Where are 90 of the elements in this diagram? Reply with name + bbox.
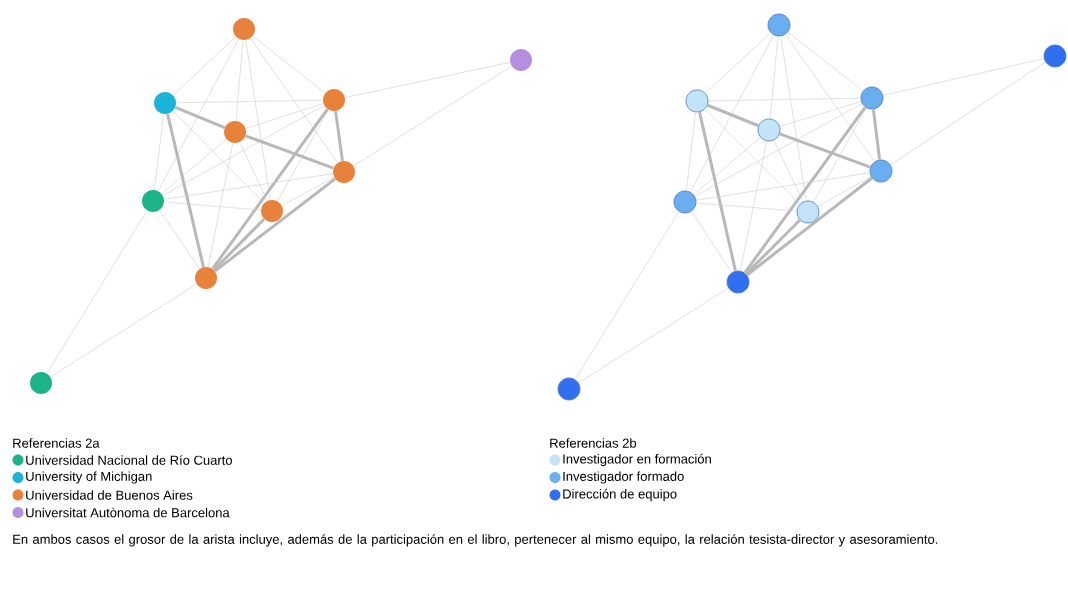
network-node bbox=[869, 159, 893, 183]
network-edge bbox=[578, 287, 729, 384]
network-edge bbox=[745, 219, 801, 275]
network-edge bbox=[281, 177, 335, 206]
legend-text: University of Michigan bbox=[26, 471, 152, 484]
network-edge bbox=[252, 35, 326, 94]
network-edge bbox=[705, 32, 771, 94]
network-edge bbox=[690, 34, 774, 193]
network-edge bbox=[691, 211, 732, 273]
network-node bbox=[30, 372, 52, 394]
network-edge bbox=[50, 283, 197, 378]
network-edge bbox=[695, 172, 871, 201]
network-edge bbox=[693, 137, 761, 195]
network-node bbox=[685, 89, 709, 113]
network-edge bbox=[334, 110, 344, 162]
network-edge bbox=[245, 39, 271, 201]
network-edge bbox=[163, 201, 262, 211]
network-node bbox=[796, 200, 820, 224]
network-edge bbox=[769, 36, 779, 119]
network-node bbox=[154, 92, 176, 114]
network-edge bbox=[213, 177, 337, 273]
network-node bbox=[726, 270, 750, 294]
network-edge bbox=[277, 109, 329, 202]
network-edge bbox=[707, 103, 759, 128]
network-edge bbox=[172, 36, 237, 96]
legend-text: Dirección de equipo bbox=[563, 488, 677, 502]
network-edge bbox=[154, 113, 164, 191]
network-edge bbox=[779, 132, 871, 169]
network-edge bbox=[779, 101, 862, 127]
network-edge bbox=[743, 106, 867, 274]
network-edge bbox=[813, 107, 867, 203]
network-edge bbox=[46, 210, 148, 374]
network-node bbox=[860, 86, 884, 110]
network-node bbox=[673, 190, 697, 214]
network-edge bbox=[704, 108, 801, 205]
network-edge bbox=[212, 217, 266, 272]
network-node bbox=[1043, 44, 1067, 68]
network-edge bbox=[250, 37, 338, 164]
network-node bbox=[224, 121, 246, 143]
network-node bbox=[233, 18, 255, 40]
caption: En ambos casos el grosor de la arista incluye, además de la participación en el libro, pertenecer al mismo equipo, la relación tesista-director y asesoramiento. bbox=[13, 534, 938, 547]
network-edge bbox=[174, 105, 226, 130]
network-node bbox=[261, 200, 283, 222]
network-edge bbox=[235, 39, 244, 122]
network-node bbox=[510, 49, 532, 71]
network-edge bbox=[574, 211, 680, 380]
network-node bbox=[195, 267, 217, 289]
network-edge bbox=[882, 58, 1045, 96]
network-edge bbox=[159, 209, 200, 270]
network-node bbox=[142, 190, 164, 212]
network-edge bbox=[698, 111, 737, 272]
network-node bbox=[757, 118, 781, 142]
network-edge bbox=[686, 112, 696, 191]
network-edge bbox=[245, 134, 334, 170]
network-edge bbox=[166, 113, 205, 268]
network-edge bbox=[785, 34, 875, 162]
network-edge bbox=[696, 202, 797, 212]
network-edge bbox=[161, 138, 227, 195]
legend-heading: Referencias 2a bbox=[13, 438, 100, 448]
legend-text: Investigador en formación bbox=[563, 453, 711, 467]
network-node bbox=[767, 13, 791, 37]
network-edge bbox=[708, 97, 861, 102]
network-edge bbox=[746, 176, 873, 277]
legend-text: Investigador formado bbox=[563, 471, 684, 484]
network-edge bbox=[245, 103, 324, 129]
network-edge bbox=[157, 38, 240, 192]
network-edge bbox=[694, 103, 863, 197]
network-edge bbox=[353, 65, 512, 167]
network-edge bbox=[175, 99, 324, 104]
network-node bbox=[557, 377, 581, 401]
legend-heading: Referencias 2b bbox=[550, 438, 637, 448]
network-edge bbox=[162, 105, 325, 196]
legend-text: Universitat Autònoma de Barcelona bbox=[26, 507, 230, 518]
network-edge bbox=[172, 110, 265, 204]
network-edge bbox=[163, 173, 334, 200]
network-edge bbox=[871, 109, 882, 160]
network-edge bbox=[207, 142, 234, 268]
network-node bbox=[323, 89, 345, 111]
network-edge bbox=[211, 108, 329, 270]
legend-text: Universidad de Buenos Aires bbox=[26, 490, 193, 500]
network-edge bbox=[239, 141, 268, 202]
network-edge bbox=[344, 62, 511, 98]
legend-text: Universidad Nacional de Río Cuarto bbox=[26, 455, 232, 465]
network-edge bbox=[773, 140, 804, 202]
network-node bbox=[333, 161, 355, 183]
network-edge bbox=[740, 140, 768, 272]
network-edge bbox=[817, 176, 872, 207]
network-edge bbox=[890, 62, 1046, 165]
network-edge bbox=[787, 31, 864, 92]
network-edge bbox=[780, 35, 807, 202]
